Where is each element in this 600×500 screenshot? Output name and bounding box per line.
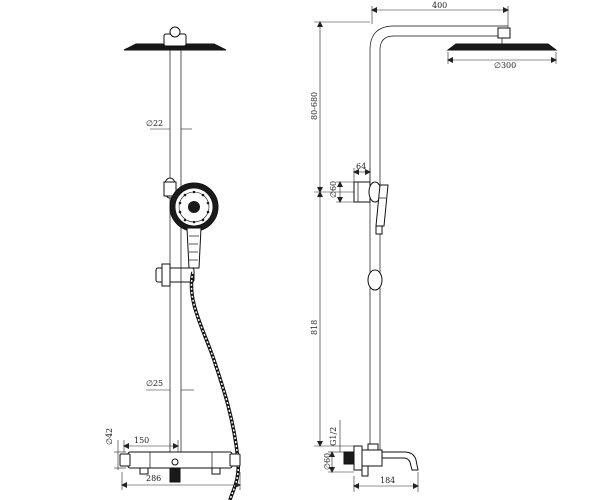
lower-riser-diameter-dimension: ∅25 — [146, 379, 194, 391]
head-diameter-dimension: ∅300 — [447, 52, 557, 70]
inlet-spacing-label: 150 — [134, 436, 149, 445]
flexible-hose — [189, 271, 241, 500]
arm-length-label: 400 — [432, 1, 447, 10]
flange-diameter-label: ∅60 — [323, 453, 332, 470]
holder-diameter-label: ∅60 — [329, 181, 338, 198]
side-view: 400 ∅300 80-680 — [310, 1, 558, 492]
holder-offset-dimension: 64 — [353, 162, 371, 182]
holder-diameter-dimension: ∅60 — [329, 181, 354, 203]
riser-height-dimension: 818 — [310, 191, 354, 447]
flange-diameter-dimension: ∅60 — [323, 451, 354, 473]
thread-label: G1/2 — [329, 427, 338, 446]
riser-height-label: 818 — [310, 320, 319, 335]
slider-bracket-side — [367, 269, 383, 291]
valve-diameter-label: ∅42 — [105, 428, 114, 445]
spout-projection-label: 184 — [380, 476, 395, 485]
valve-width-dimension: 286 — [121, 472, 241, 490]
height-adjust-label: 80-680 — [310, 92, 319, 120]
inlet-spacing-dimension: 150 — [123, 436, 179, 452]
hand-shower-head-front — [169, 182, 219, 269]
arm-length-dimension: 400 — [371, 1, 509, 28]
riser-diameter-dimension: ∅22 — [146, 119, 192, 130]
holder-offset-label: 64 — [356, 162, 366, 171]
rain-shower-head-front — [123, 26, 227, 51]
front-view: ∅22 — [105, 26, 241, 500]
valve-width-label: 286 — [146, 474, 161, 483]
riser-pipe-front — [169, 50, 182, 452]
slider-bracket-front — [155, 263, 195, 287]
riser-diameter-label: ∅22 — [146, 119, 163, 128]
thermostatic-valve-front — [119, 451, 241, 483]
thread-dimension: G1/2 — [329, 420, 341, 452]
riser-with-arm-side — [369, 25, 508, 452]
thermostatic-valve-side — [343, 443, 419, 477]
lower-riser-diameter-label: ∅25 — [146, 379, 163, 388]
rain-shower-head-side — [446, 27, 558, 51]
hand-shower-holder-front — [163, 177, 177, 199]
head-diameter-label: ∅300 — [494, 61, 516, 70]
hand-shower-holder-side — [353, 181, 389, 235]
spout-projection-dimension: 184 — [353, 472, 419, 492]
